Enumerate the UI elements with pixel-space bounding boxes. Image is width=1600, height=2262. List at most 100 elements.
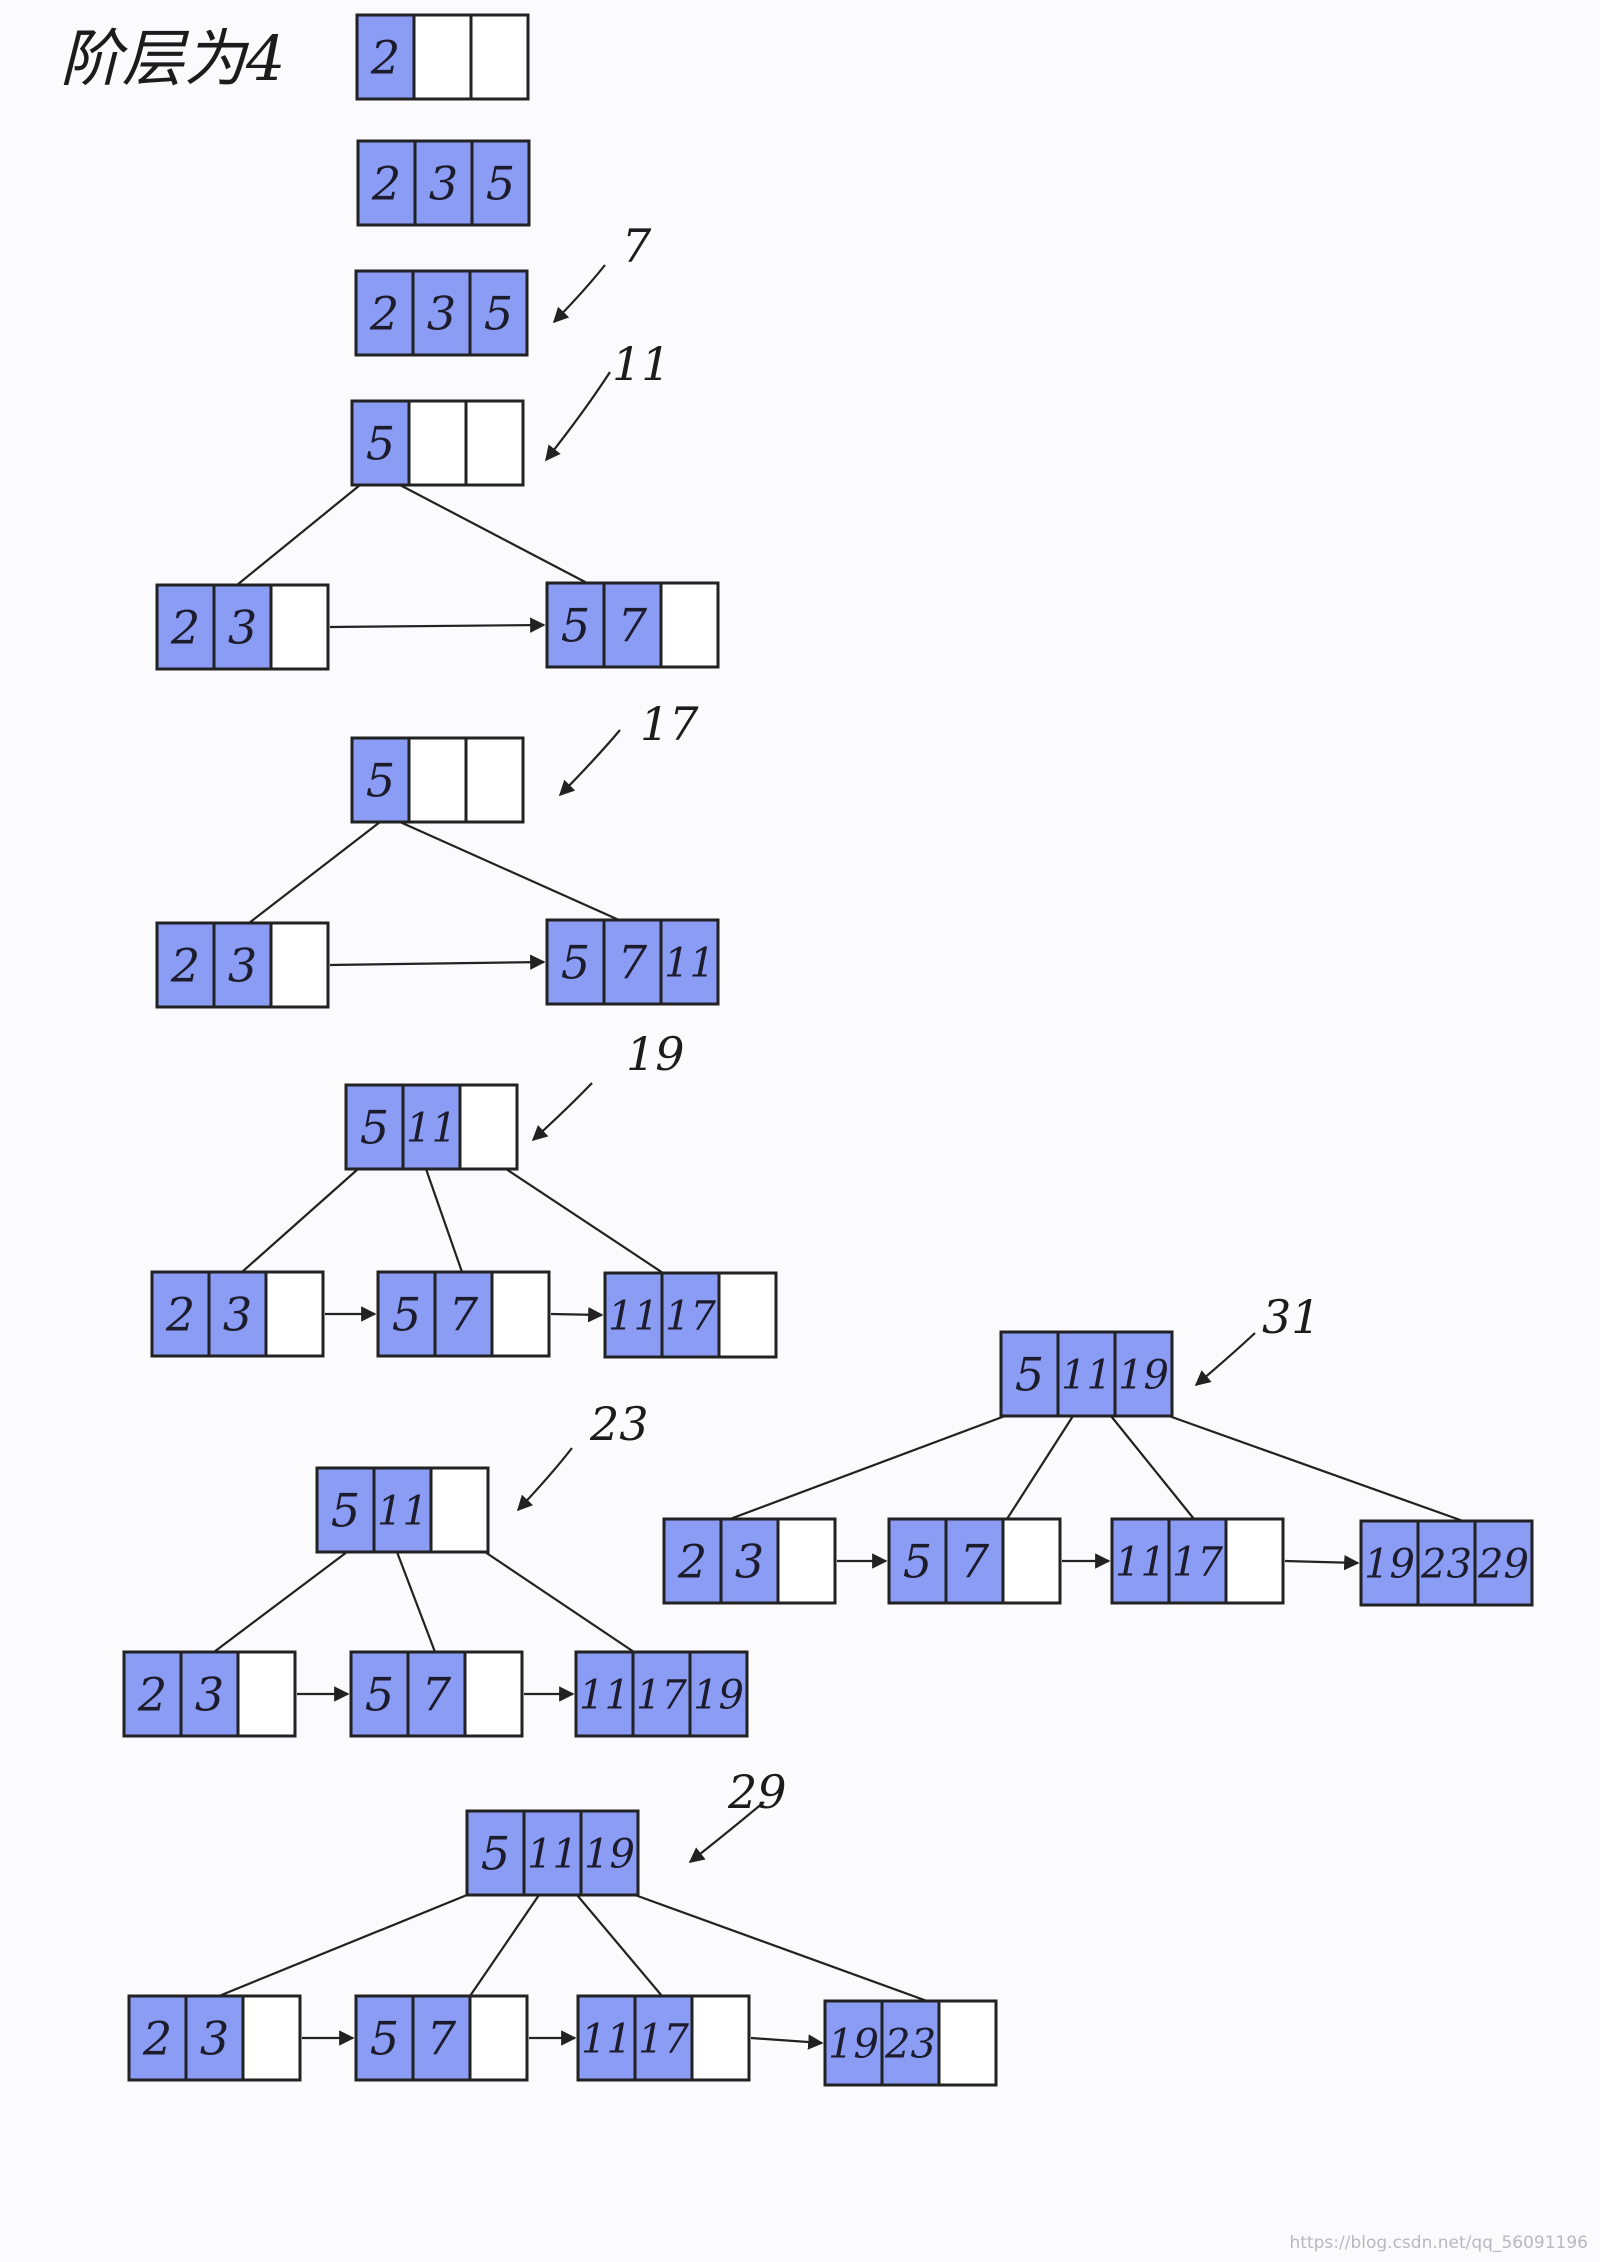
key-cell <box>576 1994 637 2082</box>
empty-cell <box>412 13 473 101</box>
key-label: 19 <box>693 1672 744 1718</box>
key-label: 7 <box>960 1535 990 1589</box>
key-label: 2 <box>170 939 200 993</box>
key-cell <box>1167 1517 1228 1605</box>
tree-edge <box>634 1893 928 2003</box>
insert-arrow <box>552 264 606 324</box>
key-label: 3 <box>735 1535 764 1589</box>
key-label: 5 <box>484 287 513 341</box>
key-label: 3 <box>228 601 257 655</box>
key-label: 3 <box>195 1668 224 1722</box>
key-cell <box>470 139 531 227</box>
key-label: 17 <box>665 1293 716 1339</box>
tree-edge <box>399 484 588 584</box>
key-label: 5 <box>561 936 590 990</box>
insert-arrow <box>516 1447 573 1512</box>
key-cell <box>376 1270 437 1358</box>
insert-value: 23 <box>589 1397 649 1451</box>
key-cell <box>349 1650 410 1738</box>
empty-cell <box>429 1466 490 1554</box>
tree-edge <box>576 1894 663 1997</box>
tree-node: 2 <box>355 13 530 101</box>
key-cell <box>1113 1330 1174 1418</box>
empty-cell <box>236 1650 297 1738</box>
tree-edge <box>729 1414 1006 1521</box>
key-label: 5 <box>481 1827 510 1881</box>
key-cell <box>344 1083 405 1171</box>
key-cell <box>660 1271 721 1359</box>
key-label: 2 <box>677 1535 707 1589</box>
insert-arrow <box>558 729 621 797</box>
insert-value: 29 <box>727 1765 787 1819</box>
key-label: 19 <box>584 1831 635 1877</box>
key-label: 11 <box>664 940 715 986</box>
tree-edge <box>241 1168 359 1273</box>
empty-cell <box>469 13 530 101</box>
tree-edge <box>213 1551 348 1653</box>
key-label: 19 <box>1118 1352 1169 1398</box>
key-label: 5 <box>392 1288 421 1342</box>
empty-cell <box>717 1271 778 1359</box>
leaf-link-arrow <box>1284 1554 1360 1571</box>
key-cell <box>413 139 474 227</box>
key-cell <box>1359 1519 1420 1607</box>
key-label: 5 <box>366 754 395 808</box>
key-label: 5 <box>370 2012 399 2066</box>
key-cell <box>659 918 720 1006</box>
key-label: 3 <box>427 287 456 341</box>
key-label: 19 <box>1364 1541 1415 1587</box>
empty-cell <box>468 1994 529 2082</box>
empty-cell <box>464 399 525 487</box>
empty-cell <box>490 1270 551 1358</box>
key-cell <box>522 1809 583 1897</box>
key-label: 23 <box>1420 1541 1472 1587</box>
key-label: 7 <box>449 1288 479 1342</box>
key-cell <box>356 139 417 227</box>
key-label: 29 <box>1477 1541 1529 1587</box>
key-label: 17 <box>636 1672 687 1718</box>
key-cell <box>150 1270 211 1358</box>
key-label: 19 <box>828 2021 879 2067</box>
key-label: 7 <box>618 936 648 990</box>
key-cell <box>122 1650 183 1738</box>
tree-edge <box>248 821 381 924</box>
key-cell <box>401 1083 462 1171</box>
key-cell <box>1473 1519 1534 1607</box>
tree-edge <box>1168 1414 1464 1523</box>
key-label: 7 <box>618 599 648 653</box>
key-label: 11 <box>608 1293 659 1339</box>
leaf-link-arrow <box>550 1307 604 1323</box>
stage-1: 2 <box>355 13 530 101</box>
insert-arrow <box>688 1801 765 1863</box>
key-label: 11 <box>527 1831 578 1877</box>
key-label: 11 <box>406 1105 457 1151</box>
empty-cell <box>269 921 330 1009</box>
empty-cell <box>458 1083 519 1171</box>
leaf-link-arrow <box>329 617 546 633</box>
key-label: 11 <box>581 2016 632 2062</box>
key-label: 2 <box>165 1288 195 1342</box>
empty-cell <box>269 583 330 671</box>
empty-cell <box>776 1517 837 1605</box>
key-label: 11 <box>1061 1352 1112 1398</box>
tree-edge <box>399 820 620 922</box>
key-label: 5 <box>366 417 395 471</box>
key-label: 5 <box>903 1535 932 1589</box>
key-cell <box>350 736 411 824</box>
